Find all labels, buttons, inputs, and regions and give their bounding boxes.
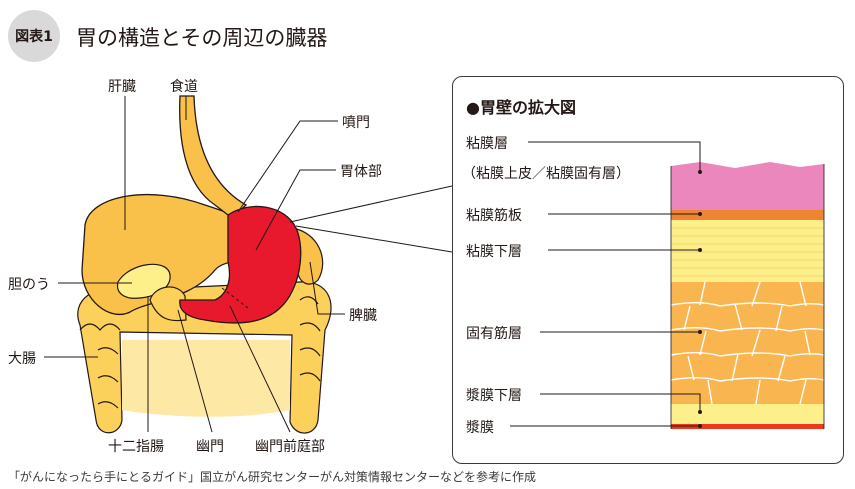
leader-lines: [44, 96, 345, 433]
figure-title: 胃の構造とその周辺の臓器: [76, 26, 328, 50]
layer-subserosa: [671, 404, 824, 424]
layer-muscularis-mucosae: [671, 210, 824, 220]
label-stomach-body: 胃体部: [340, 164, 382, 180]
stomach-wall-panel: [452, 76, 844, 464]
source-credit: 「がんになったら手にとるガイド」国立がん研究センターがん対策情報センターなどを参…: [8, 470, 537, 484]
label-antrum: 幽門前庭部: [255, 439, 325, 455]
label-mucosa: 粘膜層: [466, 136, 508, 152]
label-subserosa: 漿膜下層: [466, 388, 522, 404]
label-serosa: 漿膜: [466, 420, 494, 436]
figure-number-badge: 図表1: [8, 10, 60, 62]
zoom-lines: [289, 185, 453, 253]
label-gallbladder: 胆のう: [8, 277, 50, 293]
label-pylorus: 幽門: [196, 439, 224, 455]
layer-muscularis-propria: [671, 282, 824, 404]
layer-serosa: [671, 424, 824, 429]
layer-mucosa: [671, 162, 824, 210]
label-large-intestine: 大腸: [8, 351, 36, 367]
label-muscularis-propria: 固有筋層: [466, 326, 522, 342]
layer-submucosa: [671, 220, 824, 282]
layer-leader-lines: [510, 141, 701, 427]
wall-layer-stack: [670, 162, 825, 429]
label-mucosa-detail: （粘膜上皮／粘膜固有層）: [462, 166, 630, 182]
label-cardia: 噴門: [342, 115, 370, 131]
stomach: [179, 205, 302, 324]
label-submucosa: 粘膜下層: [466, 244, 522, 260]
label-duodenum: 十二指腸: [108, 439, 164, 455]
label-spleen: 脾臓: [349, 308, 377, 324]
label-liver: 肝臓: [108, 79, 136, 95]
label-esophagus: 食道: [170, 79, 198, 95]
large-intestine: [77, 281, 332, 434]
panel-title: ●胃壁の拡大図: [466, 98, 576, 117]
label-muscularis-mucosae: 粘膜筋板: [466, 208, 522, 224]
